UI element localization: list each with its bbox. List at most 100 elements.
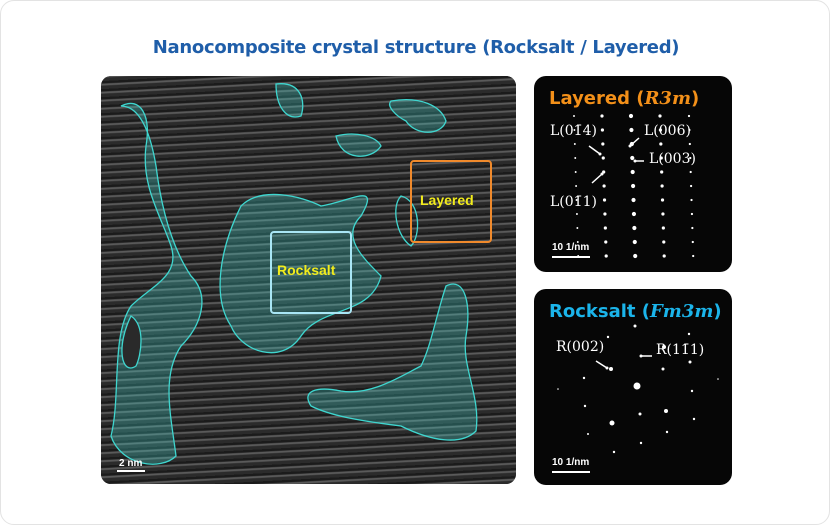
diffraction-spot <box>662 240 666 244</box>
diffraction-spot <box>602 198 607 202</box>
diffraction-spot <box>717 378 719 380</box>
diffraction-spot <box>575 185 578 187</box>
diffraction-spot <box>689 184 693 188</box>
diffraction-spot <box>691 240 694 244</box>
diffraction-spot <box>630 169 635 175</box>
diffraction-spot <box>604 240 608 244</box>
diffraction-spot <box>600 172 604 176</box>
diffraction-spot <box>633 324 637 328</box>
diffraction-spot <box>628 144 632 148</box>
rocksalt-region <box>121 315 142 369</box>
diffraction-spot <box>632 239 637 245</box>
diffraction-spot <box>689 170 692 174</box>
arrow-icon <box>595 360 608 369</box>
diffraction-spot <box>659 156 663 160</box>
scale-bar <box>117 470 145 472</box>
layered-box <box>410 160 492 243</box>
title-text: ) <box>713 301 722 322</box>
space-group: Fm3m <box>650 301 714 322</box>
diffraction-spot <box>633 159 637 163</box>
diffraction-spot <box>660 198 665 202</box>
diffraction-spot <box>601 156 605 160</box>
diffraction-spot <box>631 197 636 203</box>
diffraction-spot <box>688 128 691 132</box>
diffraction-spot <box>601 142 605 146</box>
diffraction-spot <box>629 127 634 133</box>
diffraction-spot <box>692 254 695 258</box>
diffraction-spot <box>576 241 579 243</box>
diffraction-spot <box>600 114 604 118</box>
diffraction-spot <box>660 184 664 188</box>
diffraction-spot <box>582 376 586 380</box>
diffraction-spot <box>557 388 559 390</box>
diffraction-spot <box>602 184 606 188</box>
layered-label: Layered <box>420 192 474 208</box>
diffraction-spot <box>612 450 616 454</box>
diffraction-spot <box>633 253 638 259</box>
diffraction-spot <box>665 430 669 434</box>
hrtem-image: Rocksalt Layered 2 nm <box>101 76 516 484</box>
diffraction-spot <box>630 155 635 161</box>
diffraction-spot <box>638 412 642 416</box>
diffraction-spot <box>628 113 634 119</box>
diffraction-spot <box>575 213 578 215</box>
diffraction-spot <box>661 212 665 216</box>
diffraction-spot <box>605 366 609 370</box>
diffraction-spot <box>631 211 637 217</box>
diffraction-spot <box>573 115 575 117</box>
diffraction-spot <box>632 225 637 231</box>
diffraction-spots <box>557 324 719 454</box>
rocksalt-title: Rocksalt (Fm3m) <box>549 301 722 322</box>
figure-title: Nanocomposite crystal structure (Rocksal… <box>152 37 680 58</box>
diffraction-spot <box>691 226 694 230</box>
diffraction-spot <box>609 367 613 371</box>
rocksalt-region <box>110 102 203 465</box>
diffraction-spot <box>688 142 691 146</box>
rocksalt-label: Rocksalt <box>277 262 336 278</box>
diffraction-spot <box>583 404 587 408</box>
diffraction-spot <box>690 198 693 202</box>
diffraction-spot <box>576 227 579 229</box>
diffraction-spot <box>587 433 589 435</box>
diffraction-spot <box>573 129 576 131</box>
diffraction-spot <box>575 199 578 201</box>
scale-bar-label: 2 nm <box>119 458 143 469</box>
index-label: R(11̄1) <box>656 342 705 358</box>
diffraction-spot <box>662 345 666 349</box>
scale-bar <box>552 256 590 258</box>
diffraction-spot <box>631 183 636 189</box>
arrow-icon <box>629 137 640 147</box>
diffraction-spot <box>661 367 665 371</box>
diffraction-spot <box>658 128 663 132</box>
rocksalt-region <box>275 83 304 118</box>
index-label: L(006) <box>644 123 691 139</box>
rocksalt-region <box>395 195 419 247</box>
diffraction-spot <box>606 335 610 339</box>
arrow-icon <box>588 145 601 155</box>
diffraction-spot <box>639 354 643 358</box>
index-label: L(003) <box>649 151 696 167</box>
diffraction-spot <box>690 389 694 393</box>
diffraction-spot <box>574 171 577 173</box>
diffraction-spot <box>690 212 694 216</box>
diffraction-spot <box>688 360 692 364</box>
diffraction-spot <box>603 226 607 230</box>
diffraction-spot <box>687 332 691 336</box>
diffraction-spot <box>600 128 605 132</box>
rocksalt-box <box>270 231 352 314</box>
rocksalt-diffraction-panel: Rocksalt (Fm3m) R(002) R(11̄1) 10 1/nm <box>534 289 732 485</box>
diffraction-spot <box>687 114 691 118</box>
title-text: Rocksalt ( <box>549 301 650 322</box>
diffraction-spot <box>633 382 641 390</box>
title-text: Layered ( <box>549 88 645 109</box>
diffraction-spot <box>573 143 576 145</box>
diffraction-spot <box>598 152 602 156</box>
title-text: ) <box>691 88 700 109</box>
diffraction-spot <box>659 142 663 146</box>
rocksalt-region <box>335 133 382 157</box>
index-label: R(002) <box>556 339 605 355</box>
diffraction-spot <box>574 157 577 159</box>
region-overlay <box>110 83 492 465</box>
diffraction-spot <box>639 441 643 445</box>
space-group: R3m <box>644 88 691 109</box>
